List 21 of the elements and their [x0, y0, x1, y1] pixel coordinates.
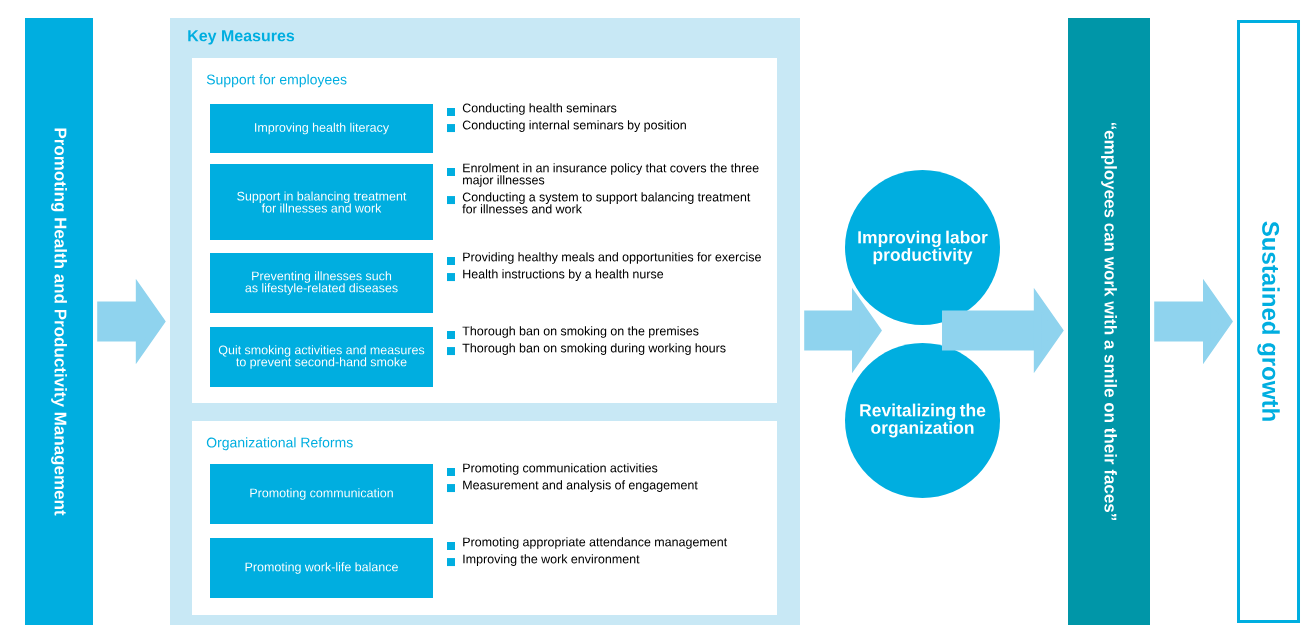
- bullet-item: Promoting appropriate attendance management: [447, 537, 728, 550]
- bullet-item: Measurement and analysis of engagement: [447, 480, 698, 493]
- measure-box: Improving health literacy: [210, 104, 433, 153]
- measure-box: Promoting work-life balance: [210, 538, 433, 598]
- bullet-item: Thorough ban on smoking on the premises: [447, 326, 699, 339]
- measure-box: Quit smoking activities and measures to prevent second-hand smoke: [210, 327, 433, 387]
- measure-box: Support in balancing treatment for illnesses and work: [210, 164, 433, 240]
- measure-box: Preventing illnesses such as lifestyle-related diseases: [210, 253, 433, 313]
- bullet-item: Conducting internal seminars by position: [447, 120, 686, 133]
- bullet-item: Health instructions by a health nurse: [447, 269, 664, 282]
- bullet-item: Conducting a system to support balancing treatment for illnesses and work: [447, 192, 751, 214]
- bullet-item: Improving the work environment: [447, 554, 640, 567]
- bullet-item: Providing healthy meals and opportunities for exercise: [447, 252, 761, 265]
- measure-box: Promoting communication: [210, 464, 433, 524]
- bullet-item: Conducting health seminars: [447, 103, 617, 116]
- bullet-item: Enrolment in an insurance policy that covers the three major illnesses: [447, 163, 759, 187]
- bullet-item: Thorough ban on smoking during working hours: [447, 343, 726, 356]
- bullet-item: Promoting communication activities: [447, 463, 658, 476]
- side-bar: Promoting Health and Productivity Management: [25, 18, 93, 625]
- result-box: Sustained growth: [1237, 20, 1300, 623]
- side-bar: “employees can work with a smile on their faces”: [1068, 18, 1150, 625]
